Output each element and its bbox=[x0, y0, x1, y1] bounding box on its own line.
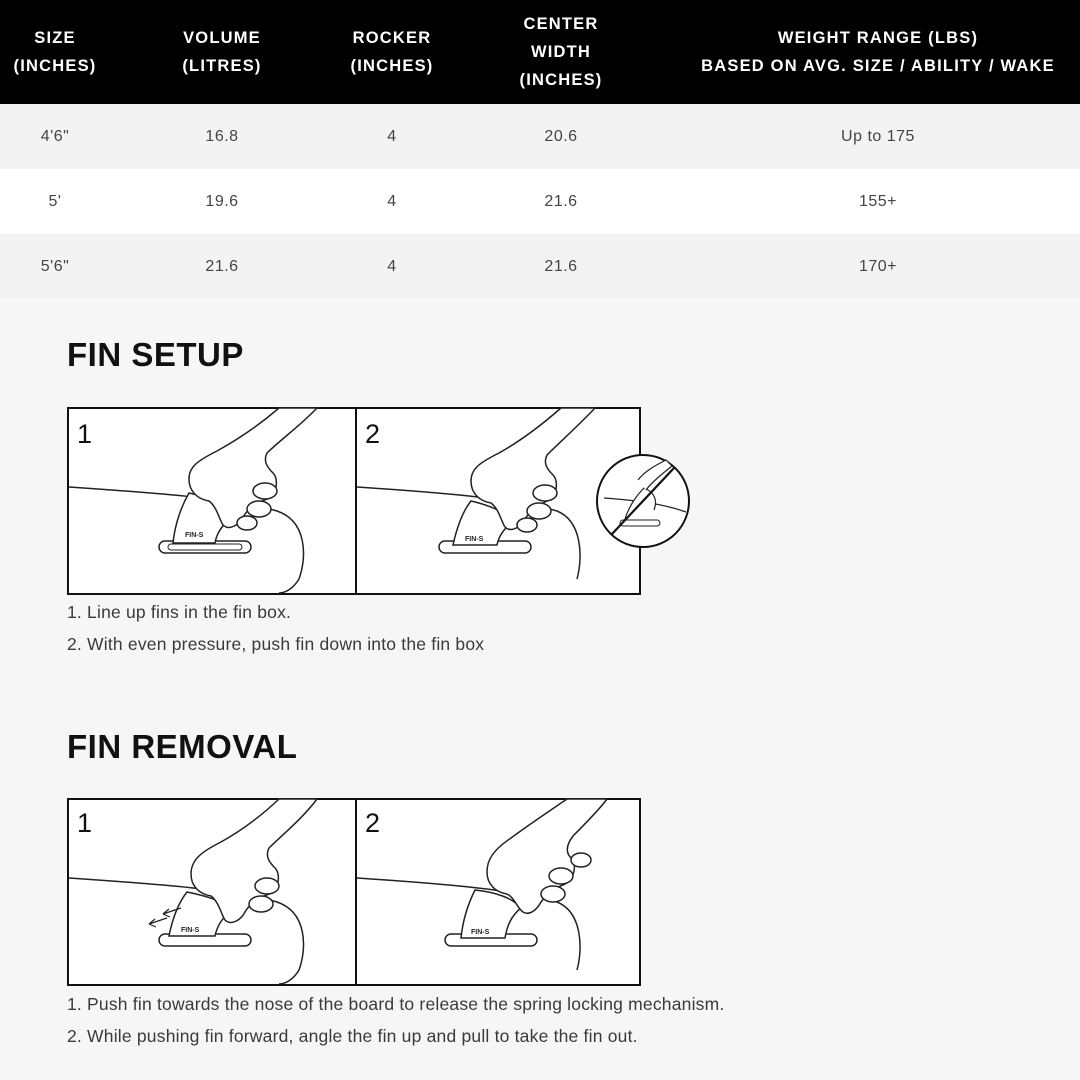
cell-center-width: 20.6 bbox=[544, 127, 578, 145]
panel-number: 1 bbox=[77, 419, 92, 449]
cell-size: 5' bbox=[48, 192, 62, 210]
cell-rocker: 4 bbox=[387, 257, 397, 275]
cell-volume: 19.6 bbox=[205, 192, 239, 210]
fin-removal-panel-2: 2 FIN-S bbox=[355, 798, 641, 986]
header-rocker: ROCKER (INCHES) bbox=[350, 29, 434, 75]
cell-weight-range: Up to 175 bbox=[841, 127, 915, 145]
cell-rocker: 4 bbox=[387, 192, 397, 210]
cell-size: 5'6" bbox=[40, 257, 70, 275]
fin-removal-step-2: 2. While pushing fin forward, angle the … bbox=[67, 1026, 638, 1046]
fin-setup-title: FIN SETUP bbox=[67, 336, 244, 373]
cell-volume: 21.6 bbox=[205, 257, 239, 275]
header-weight-range: WEIGHT RANGE (LBS) BASED ON AVG. SIZE / … bbox=[701, 29, 1055, 75]
panel-number: 2 bbox=[365, 808, 380, 838]
cell-weight-range: 155+ bbox=[858, 192, 898, 210]
cell-center-width: 21.6 bbox=[544, 257, 578, 275]
fin-removal-title: FIN REMOVAL bbox=[67, 728, 298, 765]
no-angle-icon bbox=[596, 454, 690, 548]
fin-logo: FIN-S bbox=[465, 536, 484, 543]
panel-number: 1 bbox=[77, 808, 92, 838]
cell-center-width: 21.6 bbox=[544, 192, 578, 210]
fin-removal-illustration: 1 FIN-S 2 FIN-S bbox=[67, 798, 641, 986]
fin-removal-step-1: 1. Push fin towards the nose of the boar… bbox=[67, 994, 725, 1014]
header-size: SIZE (INCHES) bbox=[13, 29, 97, 75]
fin-setup-illustration: 1 FIN-S 2 FIN-S bbox=[67, 407, 641, 595]
cell-volume: 16.8 bbox=[205, 127, 239, 145]
spec-table: SIZE (INCHES) VOLUME (LITRES) ROCKER (IN… bbox=[0, 0, 1080, 299]
fin-setup-panel-1: 1 FIN-S bbox=[67, 407, 357, 595]
fin-logo: FIN-S bbox=[471, 929, 490, 936]
fin-removal-panel-1: 1 FIN-S bbox=[67, 798, 357, 986]
fin-setup-step-2: 2. With even pressure, push fin down int… bbox=[67, 634, 485, 654]
fin-setup-panel-2: 2 FIN-S bbox=[355, 407, 641, 595]
header-center-width: CENTER WIDTH (INCHES) bbox=[519, 15, 603, 89]
table-header: SIZE (INCHES) VOLUME (LITRES) ROCKER (IN… bbox=[0, 0, 1080, 104]
table-row: 5' 19.6 4 21.6 155+ bbox=[0, 169, 1080, 234]
cell-weight-range: 170+ bbox=[858, 257, 898, 275]
fin-logo: FIN-S bbox=[185, 532, 204, 539]
table-row: 5'6" 21.6 4 21.6 170+ bbox=[0, 234, 1080, 299]
fin-setup-step-1: 1. Line up fins in the fin box. bbox=[67, 602, 292, 622]
cell-rocker: 4 bbox=[387, 127, 397, 145]
fin-logo: FIN-S bbox=[181, 927, 200, 934]
cell-size: 4'6" bbox=[40, 127, 70, 145]
table-row: 4'6" 16.8 4 20.6 Up to 175 bbox=[0, 104, 1080, 169]
header-volume: VOLUME (LITRES) bbox=[182, 29, 262, 75]
panel-number: 2 bbox=[365, 419, 380, 449]
